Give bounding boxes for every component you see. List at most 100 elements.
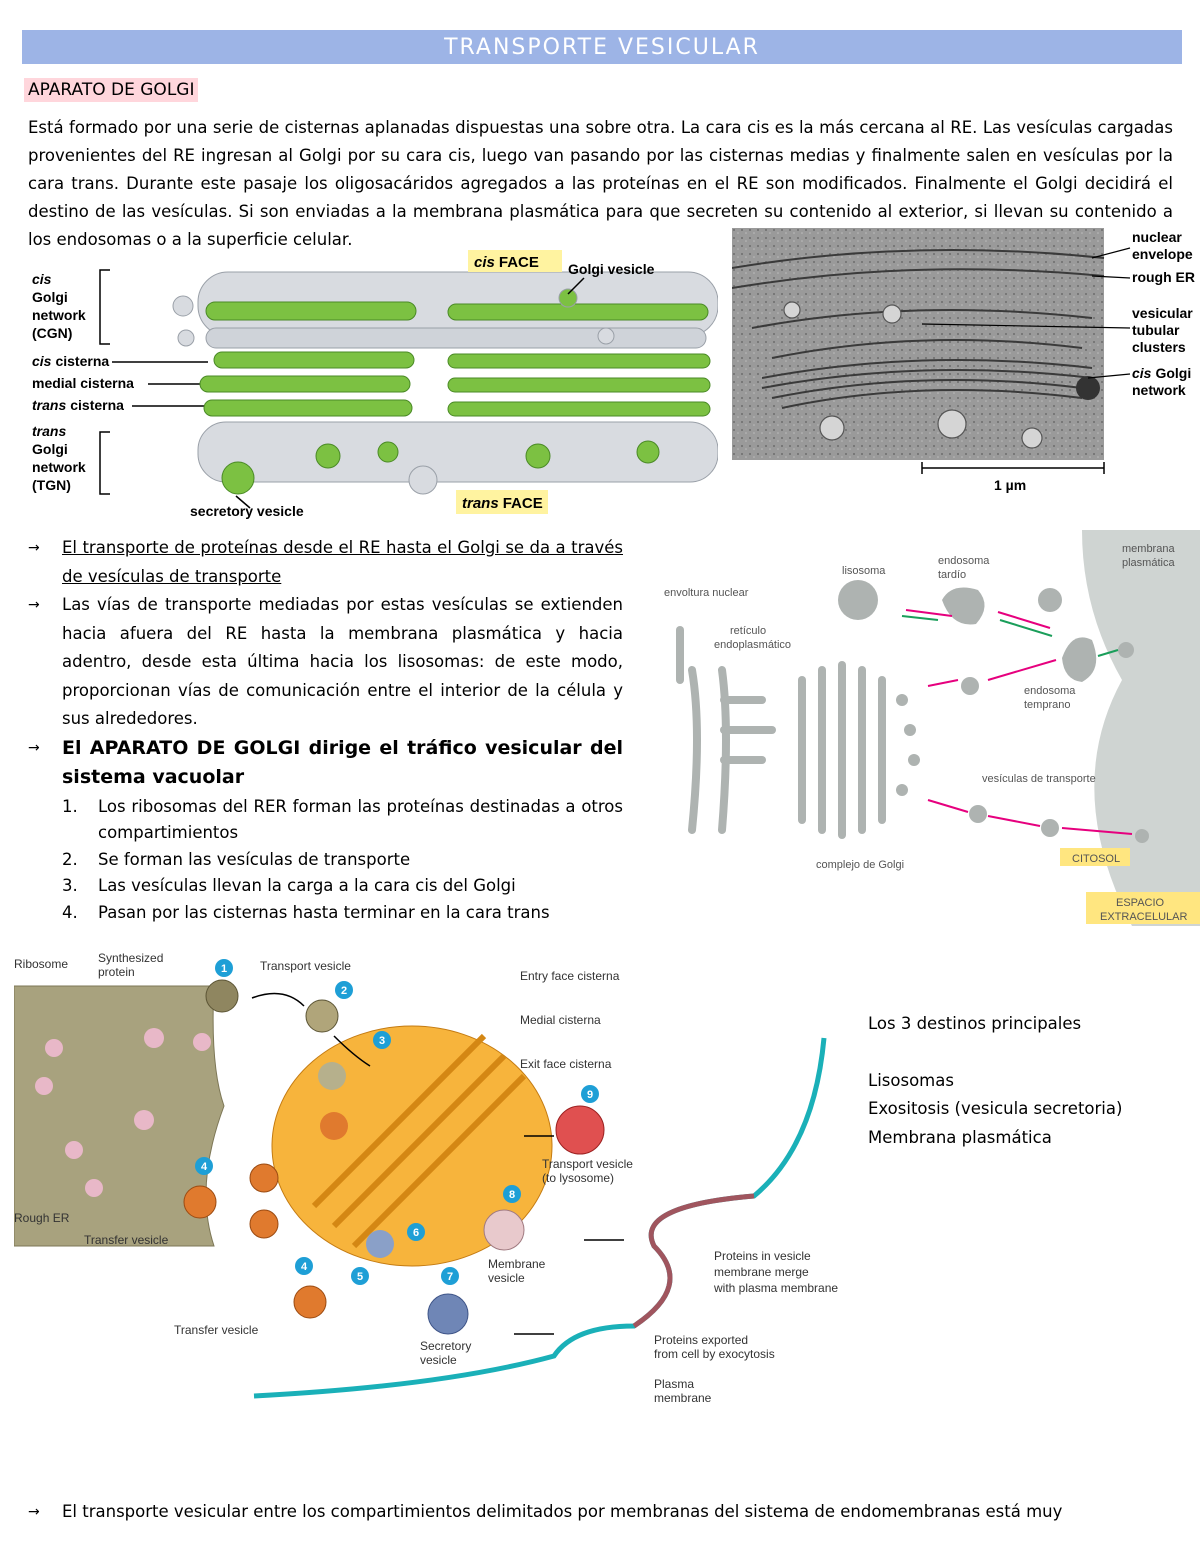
label-to-lysosome-1: Transport vesicle [542,1157,633,1171]
arrow-icon: → [28,1504,40,1520]
label-endoplasmatico: endoplasmático [714,639,791,651]
step-5: 5 [357,1271,363,1283]
list-item: 4. Pasan por las cisternas hasta terminar… [62,900,623,927]
step-number: 3. [62,876,78,895]
golgi-trafficking-illustration: Ribosome Synthesized protein Transport v… [14,951,838,1405]
bullet-list: → El transporte de proteínas desde el RE … [28,534,623,926]
label-transfer-vesicle-a: Transfer vesicle [84,1233,169,1247]
label-nuclear: nuclear [1132,229,1182,245]
step-number: 2. [62,849,78,869]
label-medial: Medial cisterna [520,1013,601,1027]
label-network-2: network [32,459,86,475]
label-endosoma: endosoma [938,555,990,567]
list-item: 2. Se forman las vesículas de transporte [62,847,623,874]
label-merge-3: with plasma membrane [713,1281,838,1295]
arrow-icon: → [28,739,40,756]
label-synthesized: Synthesized [98,951,163,965]
label-cis-face: FACE [499,254,539,271]
section-heading: APARATO DE GOLGI [24,78,199,102]
label-merge-1: Proteins in vesicle [714,1249,811,1263]
step-6: 6 [413,1227,419,1239]
label-secretory-1: Secretory [420,1339,471,1353]
label-secretory-vesicle: secretory vesicle [190,503,304,519]
label-network-em: network [1132,382,1186,398]
closing-bullet: → El transporte vesicular entre los compa… [28,1498,1200,1526]
label-tubular: tubular [1132,322,1180,338]
step-3: 3 [379,1035,385,1047]
label-cis-golgi: Golgi [1155,365,1191,381]
label-transport-vesicle: Transport vesicle [260,959,351,973]
step-text: Se forman las vesículas de transporte [98,849,411,869]
label-transfer-vesicle-b: Transfer vesicle [174,1323,259,1337]
step-text: Las vesículas llevan la carga a la cara … [98,876,516,895]
destination-item: Lisosomas [868,1070,954,1090]
label-exit-face: Exit face cisterna [520,1057,612,1071]
label-cis-face-it: cis [474,254,495,271]
label-to-lysosome-2: (to lysosome) [542,1171,614,1185]
bullet-text: Las vías de transporte mediadas por esta… [62,595,623,728]
label-vesiculas-transporte: vesículas de transporte [982,773,1096,785]
step-number: 4. [62,902,78,922]
label-cis: cis [32,271,52,287]
label-rough-er: Rough ER [14,1211,70,1225]
bullet-item: → Las vías de transporte mediadas por es… [28,591,623,734]
label-rough-er: rough ER [1132,269,1195,285]
label-exported-2: from cell by exocytosis [654,1347,775,1361]
list-item: 1. Los ribosomas del RER forman las prot… [62,794,623,847]
label-complejo-golgi: complejo de Golgi [816,859,904,871]
label-trans-cisterna-it: trans [32,397,66,413]
label-medial-cisterna: medial cisterna [32,375,134,391]
bullet-item: → El transporte de proteínas desde el RE … [28,534,623,591]
label-exported-1: Proteins exported [654,1333,748,1347]
step-9: 9 [587,1089,593,1101]
label-citosol: CITOSOL [1072,853,1120,865]
label-golgi-2: Golgi [32,441,68,457]
numbered-steps: 1. Los ribosomas del RER forman las prot… [62,794,623,927]
bullet-text: El transporte de proteínas desde el RE h… [62,538,623,586]
step-1: 1 [221,963,227,975]
intro-paragraph: Está formado por una serie de cisternas … [28,118,1173,249]
label-secretory-2: vesicle [420,1353,457,1367]
bullet-item: → El APARATO DE GOLGI dirige el tráfico v… [28,734,623,792]
label-endosoma-temprano-2: temprano [1024,699,1070,711]
label-trans-face: FACE [503,495,543,512]
label-endosoma-temprano-1: endosoma [1024,685,1076,697]
label-merge-2: membrane merge [714,1265,809,1279]
label-cis-cisterna: cisterna [55,353,109,369]
label-reticulo: retículo [730,625,766,637]
electron-micrograph: 1 µm nuclear envelope rough ER vesicular… [732,228,1195,493]
label-envelope: envelope [1132,246,1193,262]
scale-bar-label: 1 µm [994,477,1026,493]
step-4b: 4 [301,1261,308,1273]
label-cis-cisterna-it: cis [32,353,52,369]
label-plasmatica: plasmática [1122,557,1175,569]
step-number: 1. [62,796,78,816]
arrow-icon: → [28,540,40,556]
list-item: 3. Las vesículas llevan la carga a la car… [62,873,623,900]
destination-item: Membrana plasmática [868,1127,1052,1147]
closing-text: El transporte vesicular entre los compar… [62,1502,1063,1521]
label-golgi: Golgi [32,289,68,305]
step-8: 8 [509,1189,515,1201]
arrow-icon: → [28,597,40,613]
label-protein: protein [98,965,135,979]
step-text: Pasan por las cisternas hasta terminar e… [98,902,550,922]
label-membrana: membrana [1122,543,1175,555]
step-2: 2 [341,985,347,997]
label-entry-face: Entry face cisterna [520,969,620,983]
label-lisosoma: lisosoma [842,565,886,577]
label-clusters: clusters [1132,339,1186,355]
step-7: 7 [447,1271,453,1283]
bullet-text: El APARATO DE GOLGI dirige el tráfico ve… [62,736,623,788]
destinations-list: Los 3 destinos principales Lisosomas Exo… [868,1010,1122,1152]
label-cgn: (CGN) [32,325,72,341]
label-plasma-1: Plasma [654,1377,694,1391]
label-membrane-vesicle-2: vesicle [488,1271,525,1285]
destination-item: Exositosis (vesicula secretoria) [868,1099,1123,1118]
